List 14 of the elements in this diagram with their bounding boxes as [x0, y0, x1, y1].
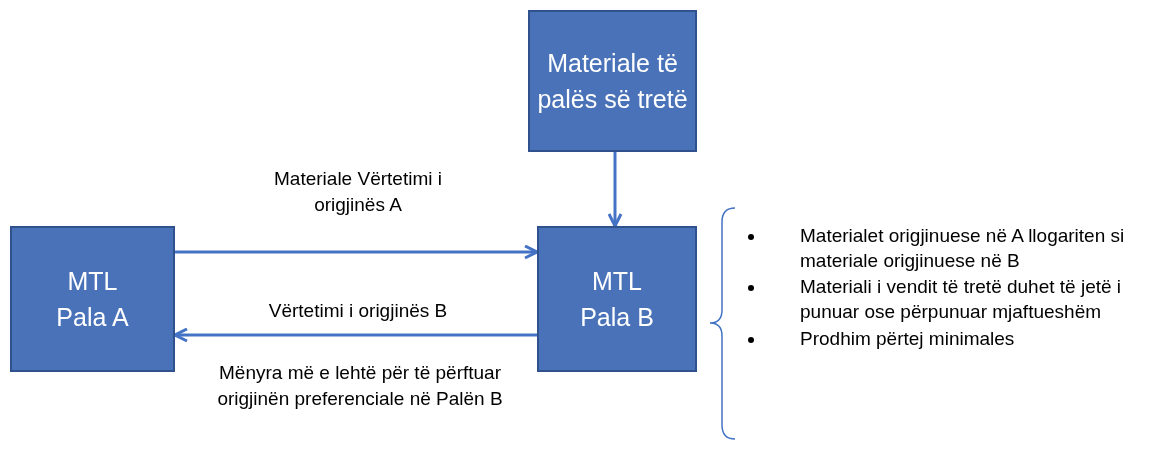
note-text: Mënyra më e lehtë për të përftuar origjinën preferenciale në Palën B: [216, 361, 504, 411]
arrow: [175, 244, 539, 260]
process-box: [10, 226, 175, 372]
box-text: MTL: [67, 265, 118, 297]
bullet-item: Materiali i vendit të tretë duhet të jetë i punuar ose përpunuar mjaftueshëm: [742, 275, 1167, 325]
box-text: Pala A: [56, 302, 129, 333]
bullet-item: Materialet origjinuese në A llogariten si materiale origjinuese në B: [742, 224, 1167, 274]
box-text: MTL: [592, 265, 642, 297]
process-box: [537, 226, 697, 372]
box-text: Materiale të palës së tretë: [536, 47, 689, 115]
arrow: [607, 152, 623, 228]
bullet-item: Prodhim përtej minimales: [742, 326, 1167, 352]
box-text: Pala B: [580, 302, 654, 333]
process-box: [528, 10, 697, 152]
